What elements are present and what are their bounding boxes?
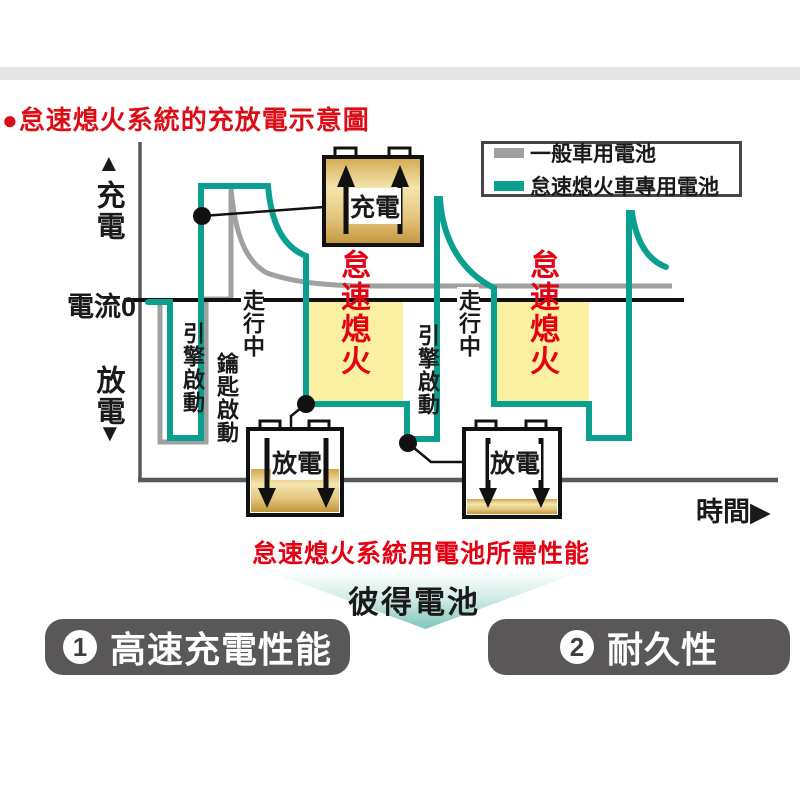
discharge-down-arrows-1 (258, 438, 335, 508)
axes (138, 142, 778, 483)
legend-label: 一般車用電池 (530, 142, 656, 166)
badge-label: 耐久性 (606, 629, 718, 670)
driving-label-1: 走行中 (240, 287, 265, 360)
idle-stop-label-2: 怠速熄火 (525, 249, 558, 377)
badge-label: 高速充電性能 (109, 629, 332, 670)
legend-item-idle-stop-battery: 怠速熄火車專用電池 (494, 171, 739, 201)
x-axis-time-label: 時間▶ (696, 497, 771, 527)
idle-stop-highlight-regions (308, 300, 589, 405)
gray-line-swatch (494, 147, 524, 158)
y-axis-zero-label: 電流0 (66, 292, 136, 322)
legend: 一般車用電池 怠速熄火車專用電池 (481, 138, 742, 199)
page-title: ●怠速熄火系統的充放電示意圖 (2, 105, 370, 135)
engine-start-label-1: 引擎啟動 (180, 322, 205, 414)
discharge-battery-label-1: 放電 (271, 444, 324, 480)
legend-item-normal-battery: 一般車用電池 (494, 138, 739, 168)
discharge-battery-label-2: 放電 (489, 444, 542, 480)
feature-badge-fast-charge: 1 高速充電性能 (45, 619, 350, 675)
required-performance-caption: 怠速熄火系統用電池所需性能 (251, 540, 591, 568)
y-axis-discharge-label: 放電 (92, 365, 124, 427)
charge-battery-label: 充電 (349, 188, 402, 224)
driving-label-2: 走行中 (456, 287, 481, 360)
top-divider-bar (0, 67, 800, 80)
feature-badge-durability: 2 耐久性 (488, 619, 790, 675)
engine-start-label-2: 引擎啟動 (415, 324, 440, 416)
y-axis-charge-label: 充電 (92, 180, 124, 242)
badge-number-1: 1 (62, 630, 97, 664)
idle-stop-label-1: 怠速熄火 (336, 249, 369, 377)
idle-stop-battery-curve (145, 183, 669, 442)
charge-direction-up-icon: ▲ (97, 150, 121, 177)
callout-dots (193, 207, 417, 452)
normal-battery-curve (157, 188, 672, 445)
key-start-label: 鑰匙啟動 (214, 352, 239, 444)
discharge-direction-down-icon: ▼ (98, 420, 122, 447)
teal-line-swatch (494, 180, 524, 191)
brand-name: 彼得電池 (348, 585, 480, 620)
legend-label: 怠速熄火車專用電池 (530, 175, 719, 199)
badge-number-2: 2 (559, 630, 594, 664)
